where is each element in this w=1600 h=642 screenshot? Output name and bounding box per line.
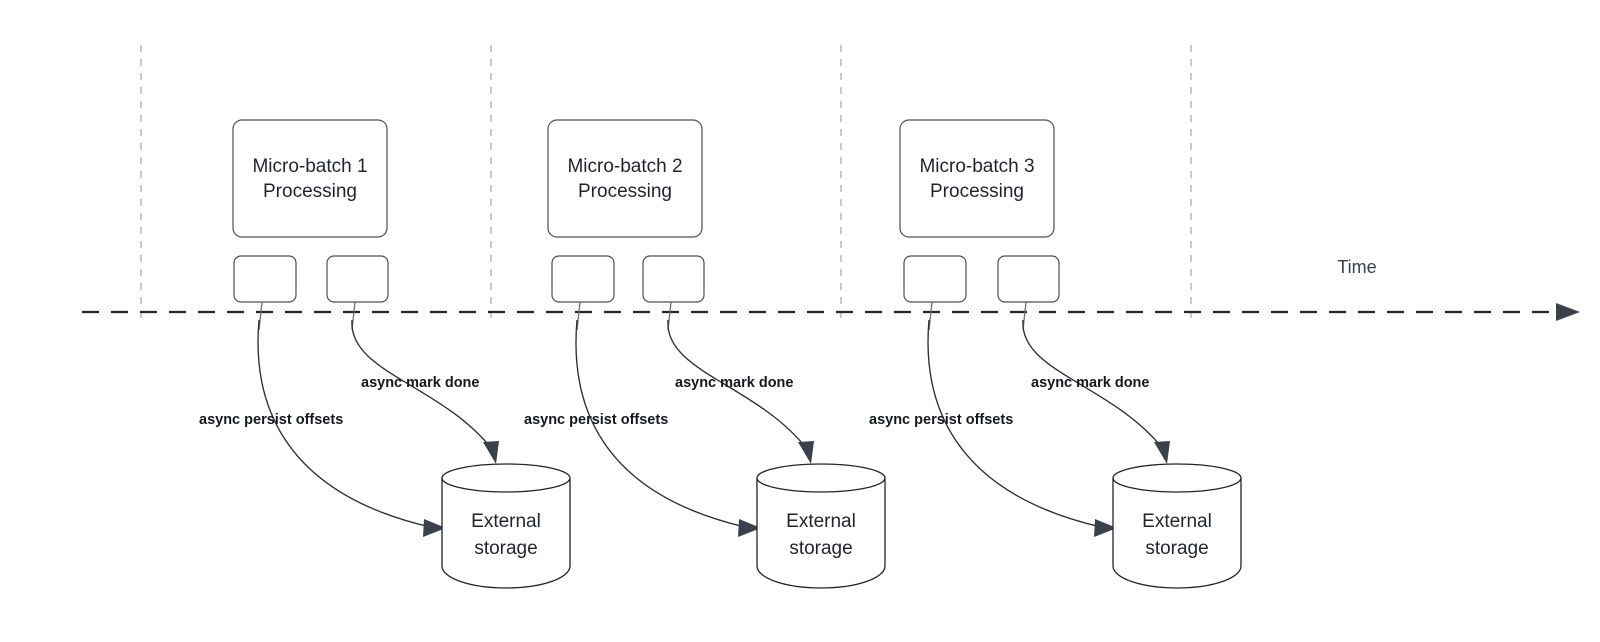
time-axis-label: Time [1337,257,1376,277]
time-axis-arrowhead-icon [1556,303,1580,321]
storage-cylinder-2-top [756,463,886,493]
storage-cylinder-3-label-line2: storage [1145,538,1208,559]
flow-persist-offsets-3 [927,319,1102,528]
annotation-mark-done-1: async mark done [361,375,479,391]
storage-cylinder-3-body[interactable] [1112,477,1242,589]
annotation-persist-offsets-3: async persist offsets [869,412,1013,428]
storage-cylinder-1-body[interactable] [441,477,571,589]
flow-persist-offsets-2 [575,319,746,528]
task-box-2-right[interactable] [642,255,705,303]
storage-cylinder-1-top [441,463,571,493]
flow-persist-offsets-1 [257,319,431,528]
task-box-3-left[interactable] [903,255,967,303]
processing-box-2[interactable] [547,119,703,238]
micro-batch-group-2: Micro-batch 2 Processing async persist o… [524,119,886,589]
storage-cylinder-1-label-line1: External [471,511,541,532]
annotation-persist-offsets-2: async persist offsets [524,412,668,428]
storage-cylinder-3-label-line1: External [1142,511,1212,532]
flow-mark-done-3 [1022,319,1164,450]
flow-mark-done-1-arrowhead-icon [483,441,499,464]
processing-box-1[interactable] [232,119,388,238]
task-box-3-left-stub [928,301,933,331]
processing-box-3[interactable] [899,119,1055,238]
task-box-2-left[interactable] [551,255,615,303]
task-box-1-left[interactable] [233,255,297,303]
time-axis: Time [82,257,1580,321]
storage-cylinder-2-label-line1: External [786,511,856,532]
processing-box-3-label-line2: Processing [930,181,1024,202]
task-box-1-right[interactable] [326,255,389,303]
processing-box-3-label-line1: Micro-batch 3 [919,156,1034,177]
storage-cylinder-1-label-line2: storage [474,538,537,559]
flow-mark-done-1 [351,319,493,450]
storage-cylinder-3-top [1112,463,1242,493]
task-box-1-left-stub [258,301,263,331]
flow-persist-offsets-3-arrowhead-icon [1094,519,1117,537]
micro-batch-group-3: Micro-batch 3 Processing async persist o… [869,119,1242,589]
flow-persist-offsets-1-arrowhead-icon [423,519,446,537]
processing-box-2-label-line2: Processing [578,181,672,202]
annotation-persist-offsets-1: async persist offsets [199,412,343,428]
processing-box-2-label-line1: Micro-batch 2 [567,156,682,177]
annotation-mark-done-2: async mark done [675,375,793,391]
flow-mark-done-3-arrowhead-icon [1154,441,1170,464]
storage-cylinder-2-body[interactable] [756,477,886,589]
task-box-3-right[interactable] [997,255,1060,303]
flow-mark-done-2-arrowhead-icon [798,441,814,464]
flow-persist-offsets-2-arrowhead-icon [738,519,761,537]
batch-boundaries-layer [140,45,1192,320]
storage-cylinder-2-label-line2: storage [789,538,852,559]
processing-box-1-label-line1: Micro-batch 1 [252,156,367,177]
micro-batch-group-1: Micro-batch 1 Processing async persist o… [199,119,571,589]
processing-box-1-label-line2: Processing [263,181,357,202]
flow-mark-done-2 [667,319,808,450]
task-box-2-left-stub [576,301,581,331]
annotation-mark-done-3: async mark done [1031,375,1149,391]
